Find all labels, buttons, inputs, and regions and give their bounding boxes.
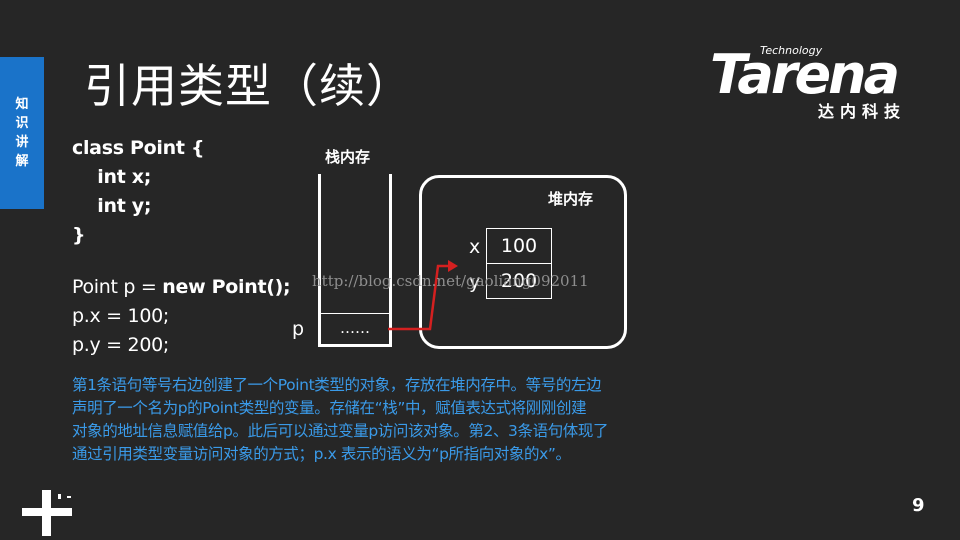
tarena-logo: Technology Tarena 达内科技 — [708, 40, 938, 121]
logo-wordmark: Tarena — [710, 43, 900, 106]
page-number: 9 — [912, 495, 925, 516]
description-line: 对象的地址信息赋值给p。此后可以通过变量p访问该对象。第2、3条语句体现了 — [72, 422, 609, 440]
field-value-y: 200 — [486, 263, 552, 299]
heap-memory-label: 堆内存 — [548, 190, 594, 208]
arrow-head — [448, 260, 458, 272]
section-tab: 知 识 讲 解 — [0, 57, 44, 209]
code-prefix: Point p = — [72, 276, 163, 298]
description-line: 第1条语句等号右边创建了一个Point类型的对象，存放在堆内存中。等号的左边 — [72, 376, 602, 394]
stack-memory-label: 栈内存 — [325, 148, 371, 166]
code-line: p.x = 100; — [72, 305, 170, 327]
stack-variable-cell: …… — [321, 313, 389, 344]
code-line: class Point { — [72, 137, 205, 159]
class-definition-code: class Point { int x; int y;} — [72, 134, 204, 250]
variable-name-label: p — [292, 318, 305, 340]
logo-tagline: Technology — [760, 44, 823, 57]
section-tab-char: 识 — [15, 116, 29, 131]
code-line: Point p = new Point(); — [72, 273, 291, 302]
blog-watermark: http://blog.csdn.net/gaoliang092011 — [312, 272, 589, 290]
section-tab-char: 讲 — [15, 135, 29, 150]
logo-chinese: 达内科技 — [818, 102, 907, 121]
code-line: p.y = 200; — [72, 334, 170, 356]
plus-logo-icon — [22, 490, 72, 536]
code-line: int y; — [72, 195, 152, 217]
heap-memory-box — [419, 175, 627, 349]
section-tab-char: 解 — [15, 154, 29, 169]
field-name-x: x — [469, 236, 481, 258]
field-name-y: y — [469, 271, 481, 293]
description-line: 通过引用类型变量访问对象的方式；p.x 表示的语义为“p所指向对象的x”。 — [72, 445, 571, 463]
code-line: int x; — [72, 166, 152, 188]
slide-title: 引用类型（续） — [84, 59, 413, 113]
code-new-expression: new Point(); — [162, 276, 291, 298]
section-tab-char: 知 — [15, 97, 29, 112]
code-line: } — [72, 224, 86, 246]
description-line: 声明了一个名为p的Point类型的变量。存储在“栈”中，赋值表达式将刚刚创建 — [72, 399, 587, 417]
stack-memory-box: …… — [318, 174, 392, 347]
usage-code: Point p = new Point(); p.x = 100; p.y = 20… — [72, 273, 291, 360]
reference-arrow-line — [388, 264, 452, 331]
description-text: 第1条语句等号右边创建了一个Point类型的对象，存放在堆内存中。等号的左边 声… — [72, 374, 744, 466]
